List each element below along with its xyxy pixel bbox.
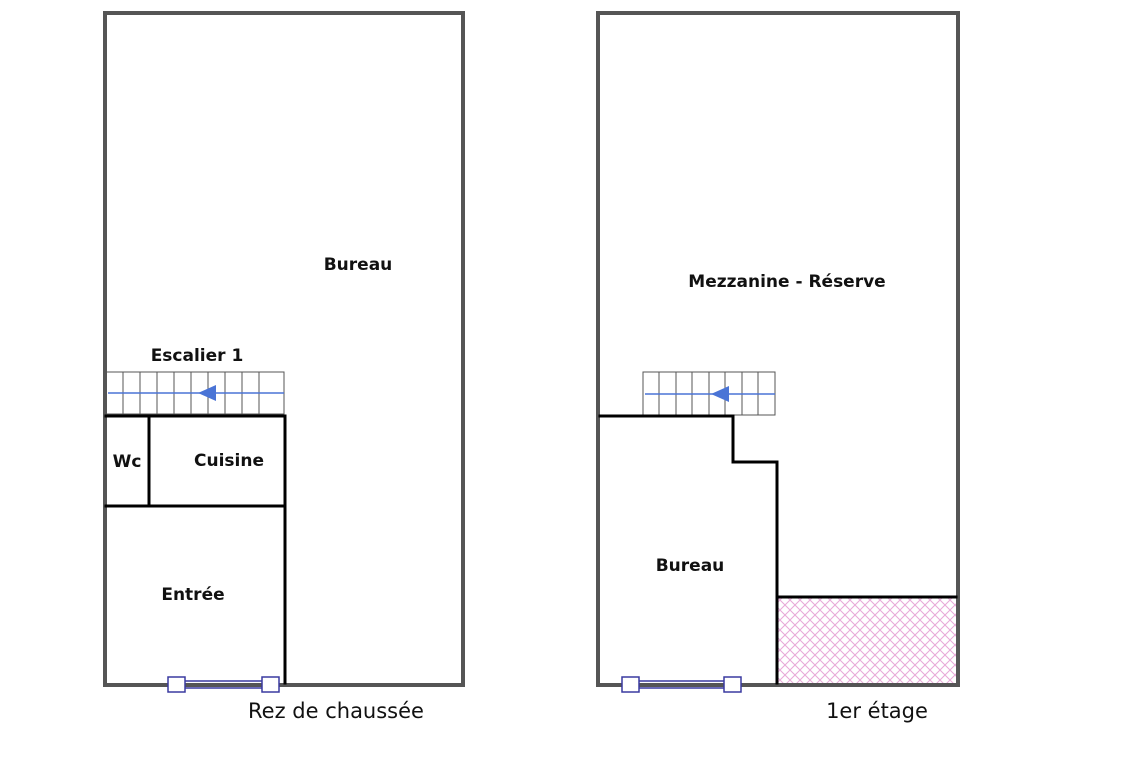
- first-floor-outer-wall: [596, 11, 960, 687]
- room-label-cuisine: Cuisine: [194, 451, 264, 471]
- ground-floor-plan: Bureau Escalier 1 Wc Cuisine Entrée Rez …: [103, 11, 465, 723]
- first-floor-staircase: [642, 371, 776, 416]
- wall-bureau-boundary: [598, 414, 779, 685]
- first-floor-plan: Mezzanine - Réserve Bureau 1er étage: [596, 11, 960, 723]
- ground-floor-outer-wall: [103, 11, 465, 687]
- first-floor-window: [621, 676, 742, 693]
- floor-caption-first: 1er étage: [826, 699, 928, 723]
- first-floor-hatched-area: [778, 597, 957, 684]
- room-label-entree: Entrée: [161, 585, 224, 605]
- room-label-wc: Wc: [113, 452, 142, 472]
- room-label-escalier: Escalier 1: [151, 346, 244, 366]
- room-label-mezzanine: Mezzanine - Réserve: [688, 272, 885, 292]
- stair-arrow-icon: [198, 385, 216, 401]
- room-label-bureau: Bureau: [324, 255, 393, 275]
- floor-caption-ground: Rez de chaussée: [248, 699, 424, 723]
- room-label-bureau-first: Bureau: [656, 556, 725, 576]
- ground-floor-staircase: [105, 371, 285, 415]
- stair-arrow-icon: [711, 386, 729, 402]
- ground-floor-window: [167, 676, 280, 693]
